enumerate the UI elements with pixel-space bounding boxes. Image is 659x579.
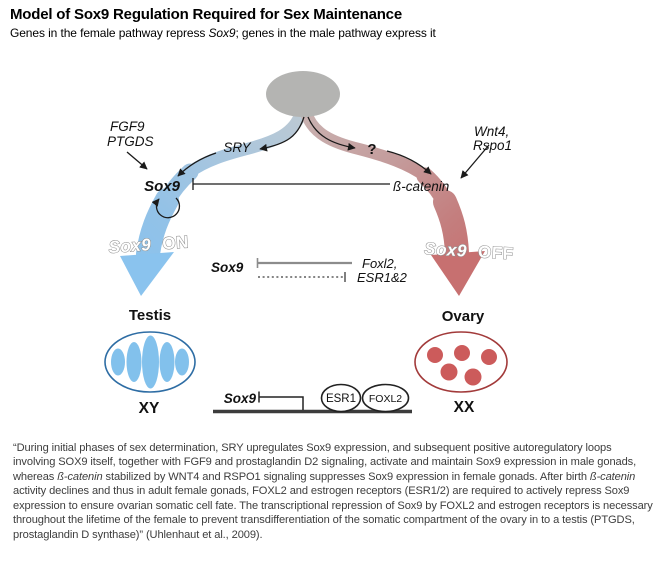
ovary-label: Ovary	[442, 308, 485, 325]
testis-tubule	[111, 348, 125, 376]
ovary-follicle	[440, 363, 458, 381]
fgf9-label: FGF9	[110, 119, 145, 134]
female-pathway-arrowhead	[431, 251, 485, 296]
testis-tubule	[142, 335, 159, 389]
inset-sox9-label: Sox9	[211, 260, 244, 275]
sox9-gene-model: Sox9 ESR1 FOXL2	[213, 383, 412, 414]
male-pathway-band	[120, 106, 307, 296]
testis-tubule	[159, 342, 175, 382]
figure-title: Model of Sox9 Regulation Required for Se…	[10, 6, 402, 23]
gene-sox9-label: Sox9	[224, 391, 257, 406]
citation-quote: “During initial phases of sex determinat…	[13, 442, 653, 541]
xy-karyotype-label: XY	[139, 400, 160, 417]
rspo1-label: Rspo1	[473, 138, 512, 153]
testis-group: Testis XY	[104, 307, 196, 417]
gene-promoter-line	[259, 396, 304, 410]
foxl2-oval-label: FOXL2	[369, 393, 402, 405]
esr1-oval	[320, 383, 362, 413]
testis-tubule	[126, 342, 142, 382]
sox9-on-gene: Sox9	[108, 235, 152, 257]
sox9-off-state: OFF	[478, 242, 515, 263]
esr1-oval-label: ESR1	[326, 393, 356, 405]
wnt4-to-bcatenin-arrow	[460, 144, 490, 179]
sox9-off-gene: Sox9	[424, 239, 468, 261]
bipotential-gonad-oval	[266, 71, 340, 117]
ovary-follicle	[427, 347, 443, 363]
bcatenin-represses-sox9	[192, 178, 390, 190]
ovary-follicle	[481, 349, 497, 365]
figure-subtitle: Genes in the female pathway repress Sox9…	[10, 26, 436, 40]
male-pathway-arrowhead	[120, 252, 174, 296]
ovary-follicle	[454, 345, 470, 361]
sox9-node-label: Sox9	[144, 178, 181, 195]
foxl2-oval	[361, 383, 410, 413]
sox9-autoregulation-loop	[151, 197, 181, 219]
sox9-on-state: ON	[162, 232, 190, 253]
ptgds-label: PTGDS	[107, 134, 154, 149]
question-to-bcatenin-arrow	[386, 150, 432, 175]
wnt4-label: Wnt4,	[474, 124, 509, 139]
sry-label: SRY	[223, 140, 251, 155]
foxl2-inset-label: Foxl2,	[362, 256, 397, 271]
fgf9-to-sox9-arrow	[126, 151, 148, 170]
sox9-off-label: Sox9 OFF	[424, 239, 514, 263]
ovary-follicle	[464, 368, 482, 386]
testis-tubule	[175, 348, 189, 376]
repression-inset: Sox9 Foxl2, ESR1&2	[211, 256, 408, 285]
ovary-ellipse	[414, 331, 508, 393]
gonad-to-question-arrow	[307, 116, 356, 151]
testis-label: Testis	[129, 307, 171, 324]
sox9-on-label: Sox9 ON	[108, 232, 190, 257]
gonad-to-sry-arrow	[259, 116, 305, 152]
question-label: ?	[367, 141, 376, 158]
esr12-inset-label: ESR1&2	[357, 270, 408, 285]
sry-to-sox9-arrow	[177, 152, 217, 177]
xx-karyotype-label: XX	[454, 399, 475, 416]
ovary-group: Ovary XX	[414, 308, 508, 416]
bcatenin-label: ß-catenin	[393, 179, 449, 194]
